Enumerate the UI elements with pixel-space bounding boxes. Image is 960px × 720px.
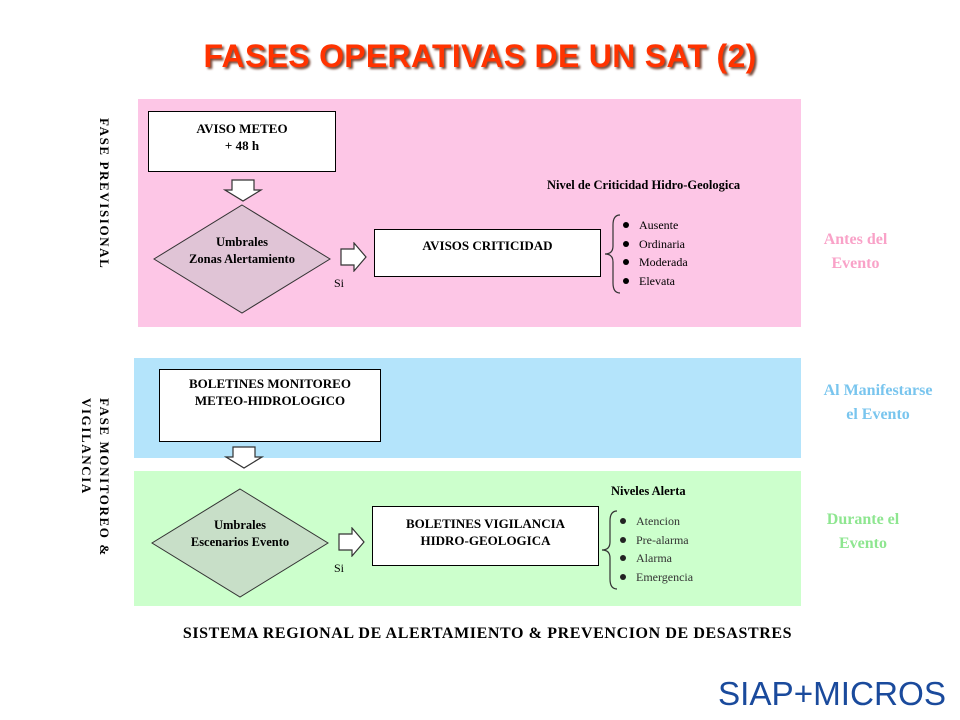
diamond-shape [151, 488, 329, 598]
bullet-icon [620, 536, 626, 543]
criticidad-title: Nivel de Criticidad Hidro-Geologica [547, 178, 741, 192]
list-item: Moderada [619, 253, 688, 272]
diamond-1-line1: Umbrales [215, 235, 269, 249]
criticidad-list: Ausente Ordinaria Moderada Elevata [619, 216, 688, 290]
boletines-vigilancia-line1: BOLETINES VIGILANCIA [405, 516, 566, 531]
boletines-monitoreo-line1: BOLETINES MONITOREO [189, 376, 351, 391]
side-durante-line2: Evento [839, 535, 887, 552]
diamond-2-text: Umbrales Escenarios Evento [150, 517, 330, 551]
criticidad-item: Elevata [639, 273, 675, 288]
alerta-item: Pre-alarma [636, 532, 689, 547]
down-arrow-icon [223, 179, 263, 202]
bullet-icon [620, 518, 626, 524]
umbrales-zonas-diamond: Umbrales Zonas Alertamiento [152, 204, 332, 314]
diamond-1-line2: Zonas Alertamiento [189, 252, 295, 266]
boletines-monitoreo-box: BOLETINES MONITOREO METEO-HIDROLOGICO [159, 369, 381, 442]
fase-previsional-label: FASE PREVISIONAL [97, 118, 112, 270]
aviso-meteo-line2: + 48 h [224, 138, 260, 153]
right-arrow-icon [340, 242, 367, 272]
avisos-criticidad-text: AVISOS CRITICIDAD [422, 238, 553, 253]
alerta-item: Alarma [636, 551, 672, 565]
criticidad-item: Ausente [639, 218, 679, 232]
logo-text: SIAP+MICROS [718, 675, 946, 712]
fase-monitoreo-label: FASE MONITOREO & VIGILANCIA [79, 398, 112, 557]
boletines-vigilancia-line2: HIDRO-GEOLOGICA [420, 533, 551, 548]
aviso-meteo-line1: AVISO METEO [196, 121, 288, 136]
criticidad-item: Moderada [639, 255, 688, 269]
down-arrow-icon [224, 446, 264, 469]
bullet-icon [623, 240, 629, 247]
side-antes-line1: Antes del [823, 231, 888, 248]
diamond-2-line1: Umbrales [213, 518, 267, 532]
page-title: FASES OPERATIVAS DE UN SAT (2) [203, 38, 757, 74]
alerta-item: Atencion [636, 514, 680, 528]
list-item: Alarma [616, 549, 693, 568]
si-label-1: Si [334, 276, 345, 290]
side-antes-line2: Evento [831, 255, 880, 272]
list-item: Atencion [616, 512, 693, 531]
side-manifestarse-line1: Al Manifestarse [823, 382, 933, 399]
diamond-2-line2: Escenarios Evento [190, 535, 290, 549]
list-item: Ausente [619, 216, 688, 235]
list-item: Ordinaria [619, 235, 688, 254]
bullet-icon [623, 277, 629, 284]
umbrales-escenarios-diamond: Umbrales Escenarios Evento [150, 488, 330, 598]
list-item: Pre-alarma [616, 531, 693, 550]
bullet-icon [620, 573, 626, 580]
footer-title: SISTEMA REGIONAL DE ALERTAMIENTO & PREVE… [182, 625, 793, 642]
right-arrow-icon [338, 527, 365, 557]
diamond-shape [153, 204, 331, 314]
side-label-antes: Antes del Evento [808, 228, 903, 276]
diamond-1-text: Umbrales Zonas Alertamiento [152, 234, 332, 268]
brace-icon [601, 510, 618, 590]
list-item: Elevata [619, 272, 688, 291]
si-label-2: Si [334, 561, 345, 575]
bullet-icon [620, 555, 626, 561]
brace-icon [604, 214, 621, 294]
siap-micros-logo: SIAP+MICROS [718, 675, 946, 712]
side-label-durante: Durante el Evento [808, 508, 918, 556]
side-label-manifestarse: Al Manifestarse el Evento [800, 379, 956, 427]
side-manifestarse-line2: el Evento [846, 406, 910, 423]
bullet-icon [623, 222, 629, 228]
alerta-item: Emergencia [636, 569, 694, 584]
niveles-alerta-title: Niveles Alerta [611, 484, 686, 498]
bullet-icon [623, 259, 629, 265]
alertas-list: Atencion Pre-alarma Alarma Emergencia [616, 512, 693, 586]
aviso-meteo-box: AVISO METEO + 48 h [148, 111, 336, 172]
boletines-vigilancia-box: BOLETINES VIGILANCIA HIDRO-GEOLOGICA [372, 506, 599, 566]
list-item: Emergencia [616, 568, 693, 587]
avisos-criticidad-box: AVISOS CRITICIDAD [374, 229, 601, 277]
boletines-monitoreo-line2: METEO-HIDROLOGICO [194, 393, 346, 408]
side-durante-line1: Durante el [826, 511, 900, 528]
criticidad-item: Ordinaria [639, 236, 685, 251]
